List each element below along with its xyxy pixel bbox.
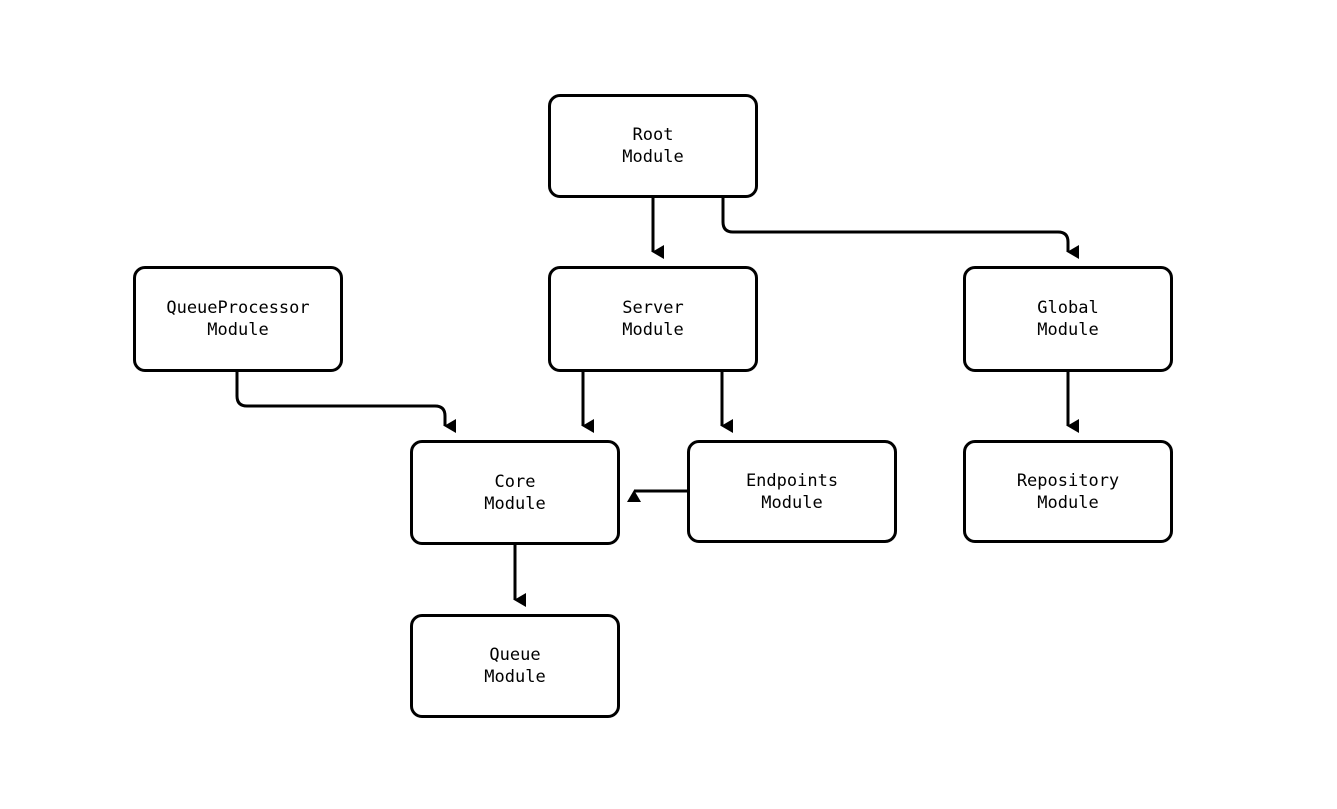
node-global-module-label-line1: Global [1037,298,1099,318]
edge-root-to-global [721,198,1079,259]
node-core-module[interactable]: Core Module [410,440,620,545]
node-queueprocessor-module-label-line1: QueueProcessor [166,298,310,318]
node-root-module-label-line1: Root [632,125,674,145]
node-queueprocessor-module[interactable]: QueueProcessor Module [133,266,343,372]
node-server-module-label-line2: Module [622,320,684,340]
node-queue-module-label-line2: Module [484,667,546,687]
node-core-module-label-line1: Core [494,471,536,492]
node-endpoints-module-label-line2: Module [761,492,823,513]
node-queueprocessor-module-label-line2: Module [207,320,269,340]
node-server-module-label-line1: Server [622,298,684,318]
node-repository-module[interactable]: Repository Module [963,440,1173,543]
node-endpoints-module[interactable]: Endpoints Module [687,440,897,543]
node-global-module[interactable]: Global Module [963,266,1173,372]
node-core-module-label-line2: Module [484,493,546,514]
node-root-module-label-line2: Module [622,147,684,167]
edge-queueprocessor-to-core [235,372,456,433]
node-repository-module-label-line1: Repository [1016,470,1120,491]
node-queue-module[interactable]: Queue Module [410,614,620,718]
node-root-module[interactable]: Root Module [548,94,758,198]
node-repository-module-label-line2: Module [1037,492,1099,513]
node-server-module[interactable]: Server Module [548,266,758,372]
node-endpoints-module-label-line1: Endpoints [745,470,839,491]
node-global-module-label-line2: Module [1037,320,1099,340]
node-queue-module-label-line1: Queue [489,645,541,665]
